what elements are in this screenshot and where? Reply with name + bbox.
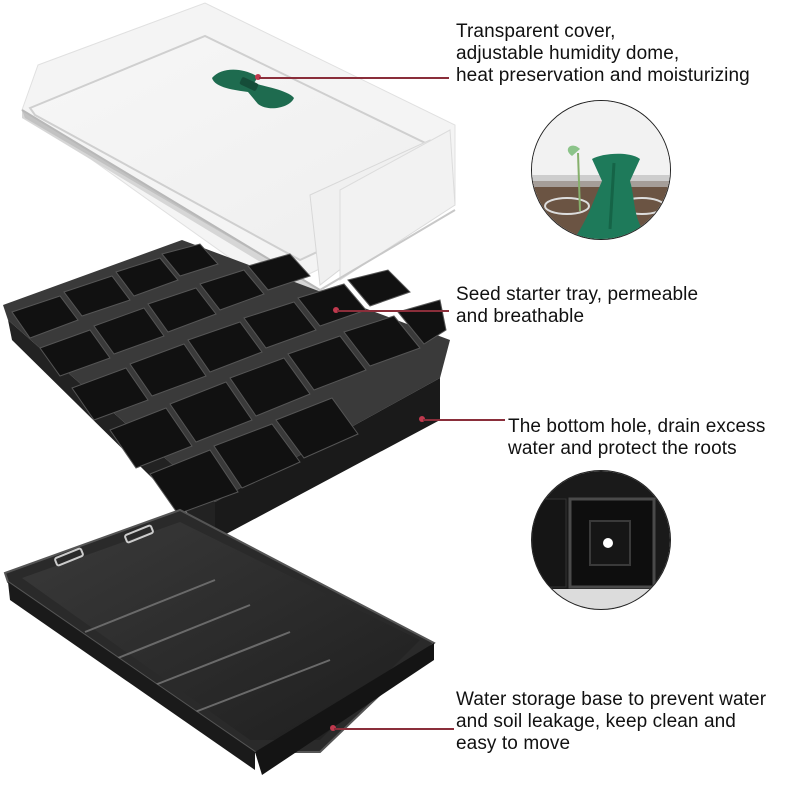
drain-hole-leader-line xyxy=(423,419,505,421)
cell-tray-leader-dot xyxy=(333,307,339,313)
cover-callout-text: Transparent cover, adjustable humidity d… xyxy=(456,21,750,86)
vent-icon xyxy=(212,69,294,109)
seedling-vent-icon xyxy=(532,101,670,239)
vent-closeup-image xyxy=(531,100,671,240)
base-tray-leader-line xyxy=(334,728,454,730)
cell-tray-leader-line xyxy=(337,310,449,312)
drain-hole-closeup-image xyxy=(531,470,671,610)
base-tray-callout-text: Water storage base to prevent water and … xyxy=(456,689,767,754)
humidity-dome xyxy=(21,2,456,298)
cell-tray-callout-text: Seed starter tray, permeable and breatha… xyxy=(456,284,699,327)
cover-leader-dot xyxy=(255,74,261,80)
drain-hole-leader-dot xyxy=(419,416,425,422)
seed-cell-tray xyxy=(3,240,450,540)
base-tray-leader-dot xyxy=(330,725,336,731)
drain-hole-callout-text: The bottom hole, drain excess water and … xyxy=(508,416,766,459)
drain-hole-icon xyxy=(532,471,670,609)
water-base-tray xyxy=(3,508,436,775)
cover-leader-line xyxy=(259,77,449,79)
